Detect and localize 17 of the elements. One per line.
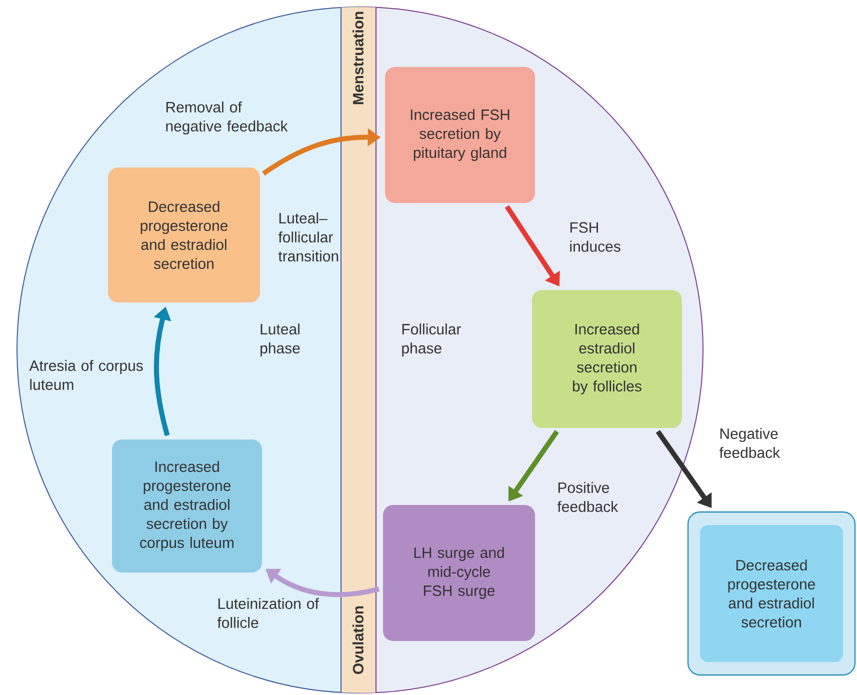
edge-label: Luteinization of follicle — [217, 598, 319, 628]
phase-band-label: Menstruation — [352, 12, 364, 104]
process-box: Increased estradiol secretion by follicles — [532, 290, 682, 428]
process-box: LH surge and mid-cycle FSH surge — [383, 504, 535, 641]
result-box: Decreased progesterone and estradiol secretion — [687, 511, 856, 676]
phase-label: Luteal–follicular transition — [278, 212, 338, 262]
phase-band-label: Ovulation — [352, 606, 364, 674]
process-box: Increased progesterone and estradiol secretion by corpus luteum — [112, 439, 262, 572]
edge-label: Negative feedback — [719, 428, 780, 458]
process-box: Decreased progesterone and estradiol secretion — [108, 167, 260, 302]
phase-label: Luteal phase — [260, 324, 300, 356]
edge-label: FSH induces — [570, 222, 620, 252]
edge-label: Removal of negative feedback — [166, 102, 288, 134]
process-box: Increased FSH secretion by pituitary gland — [385, 66, 535, 203]
phase-label: Follicular phase — [402, 324, 461, 356]
edge-label: Positive feedback — [557, 482, 618, 512]
edge-label: Atresia of corpus luteum — [29, 360, 143, 390]
